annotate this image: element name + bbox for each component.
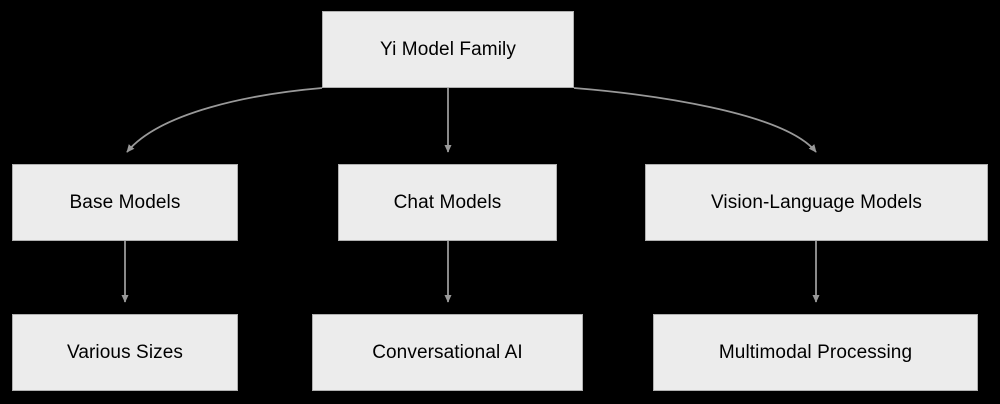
node-vision-language-models[interactable]: Vision-Language Models [645, 164, 988, 241]
edge-root-to-base [126, 87, 323, 153]
node-conversational-ai[interactable]: Conversational AI [312, 314, 583, 391]
node-label-chat: Chat Models [393, 192, 502, 213]
node-label-multimodal: Multimodal Processing [718, 342, 913, 363]
node-label-conv: Conversational AI [372, 342, 523, 363]
node-various-sizes[interactable]: Various Sizes [12, 314, 238, 391]
node-label-sizes: Various Sizes [66, 342, 184, 363]
edge-root-to-vision [573, 87, 817, 153]
node-label-root: Yi Model Family [380, 39, 516, 60]
node-multimodal-processing[interactable]: Multimodal Processing [653, 314, 978, 391]
node-base-models[interactable]: Base Models [12, 164, 238, 241]
node-label-base: Base Models [69, 192, 181, 213]
node-chat-models[interactable]: Chat Models [338, 164, 557, 241]
node-yi-model-family[interactable]: Yi Model Family [322, 11, 574, 88]
node-label-vision: Vision-Language Models [711, 192, 922, 213]
